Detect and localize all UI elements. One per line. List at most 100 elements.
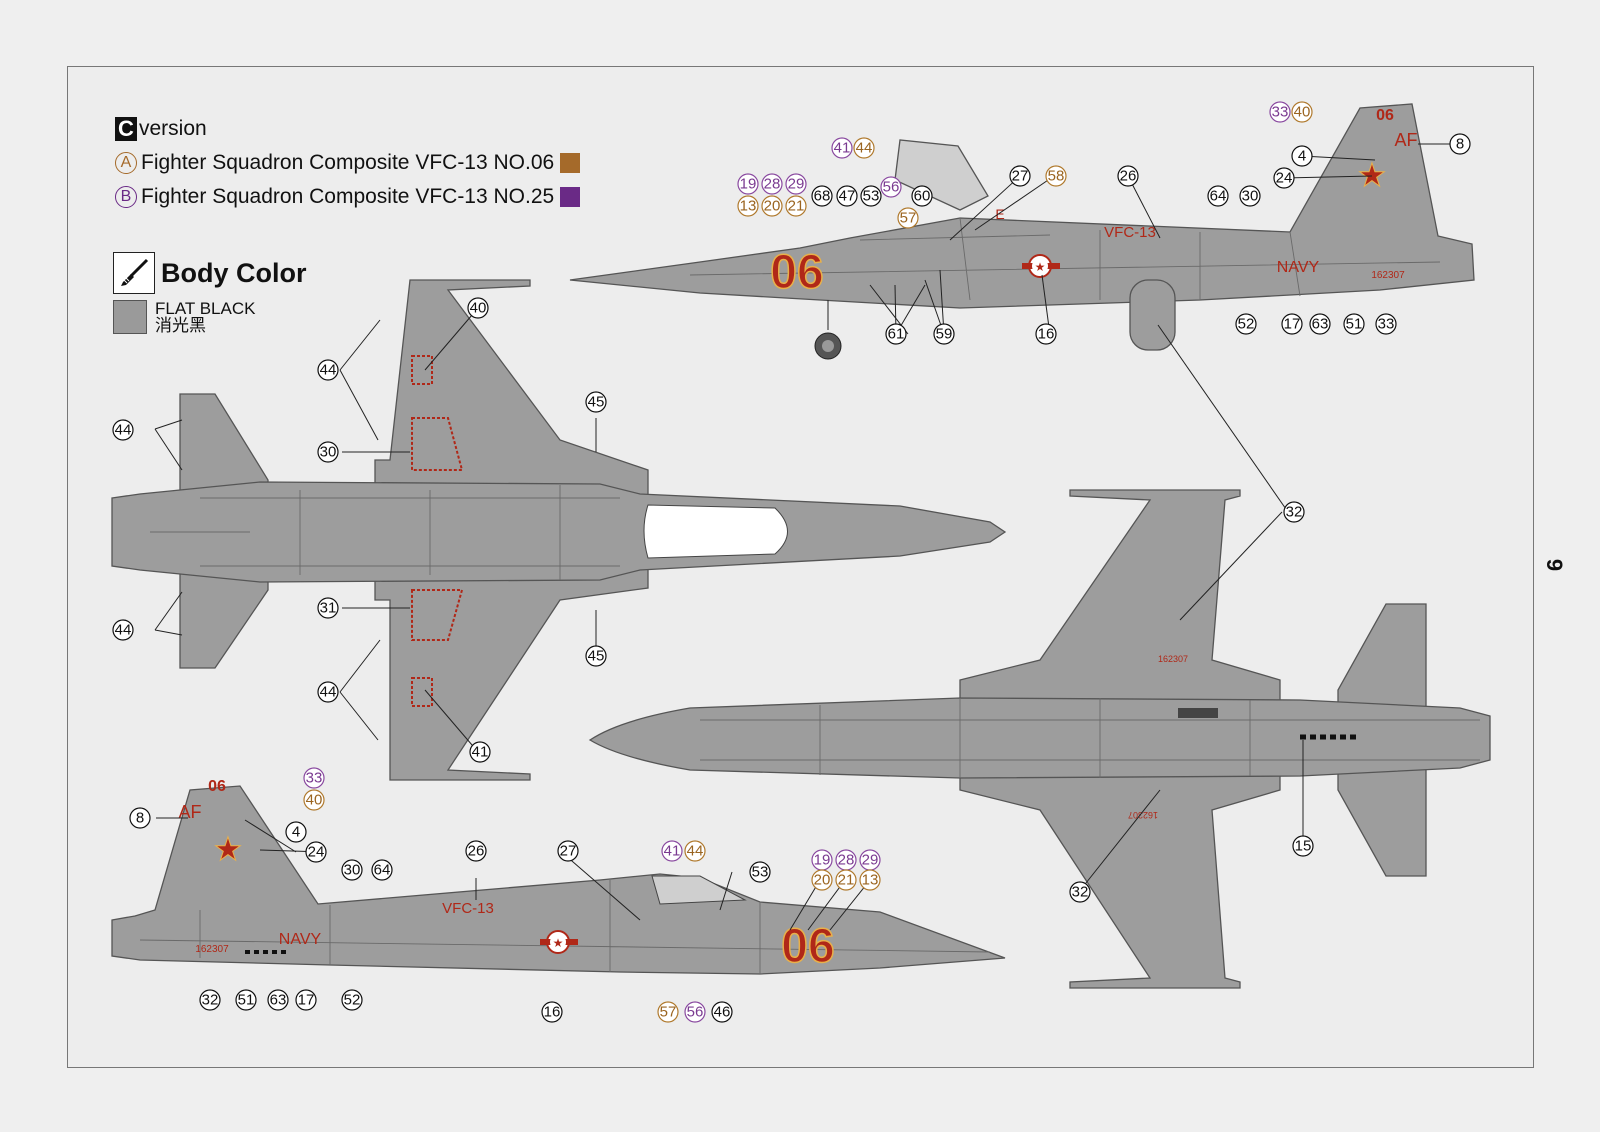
svg-text:30: 30: [320, 444, 337, 461]
svg-text:45: 45: [588, 648, 605, 665]
roundel-star: ★: [1035, 260, 1046, 274]
side-view-left-fuselage: [569, 103, 1475, 309]
svg-text:40: 40: [470, 300, 487, 317]
svg-text:★: ★: [553, 936, 564, 950]
svg-text:51: 51: [1346, 316, 1363, 333]
svg-text:8: 8: [1456, 136, 1464, 153]
svg-text:32: 32: [202, 992, 219, 1009]
serial-bottom-left: 162307: [1158, 654, 1188, 664]
svg-text:44: 44: [115, 422, 132, 439]
version-heading: C version: [115, 112, 580, 146]
svg-text:60: 60: [914, 188, 931, 205]
modex-side-right: 06: [781, 920, 834, 973]
serial-side-right: 162307: [195, 944, 229, 955]
svg-text:29: 29: [862, 852, 879, 869]
svg-text:68: 68: [814, 188, 831, 205]
closed-canopy: [651, 875, 747, 905]
tail-modex: 06: [1376, 107, 1394, 124]
tail-code: AF: [1394, 130, 1417, 150]
svg-text:17: 17: [1284, 316, 1301, 333]
svg-text:56: 56: [687, 1004, 704, 1021]
svg-text:51: 51: [238, 992, 255, 1009]
option-b-swatch: [560, 187, 581, 207]
svg-text:63: 63: [1312, 316, 1329, 333]
tail-code-right: AF: [178, 802, 201, 822]
modex-side: 06: [770, 246, 823, 299]
svg-text:53: 53: [752, 864, 769, 881]
bottom-view: 162307 162307: [588, 489, 1491, 989]
version-word: version: [139, 117, 207, 140]
svg-text:63: 63: [270, 992, 287, 1009]
svg-text:8: 8: [136, 810, 144, 827]
svg-text:16: 16: [1038, 326, 1055, 343]
svg-text:24: 24: [1276, 170, 1293, 187]
tail-star-right: ★: [214, 831, 243, 867]
svg-text:24: 24: [308, 844, 325, 861]
svg-text:15: 15: [1295, 838, 1312, 855]
svg-text:41: 41: [472, 744, 489, 761]
svg-text:20: 20: [764, 198, 781, 215]
body-color-title: Body Color: [161, 257, 307, 288]
option-b-letter: B: [115, 186, 137, 208]
svg-text:47: 47: [839, 188, 856, 205]
squadron-side-right: VFC-13: [442, 900, 494, 917]
svg-text:57: 57: [660, 1004, 677, 1021]
svg-text:21: 21: [788, 198, 805, 215]
serial-side: 162307: [1371, 270, 1405, 281]
leader-lines: [154, 143, 1460, 931]
svg-text:33: 33: [306, 770, 323, 787]
option-a-letter: A: [115, 152, 137, 174]
svg-text:27: 27: [560, 843, 577, 860]
navy-side-right: NAVY: [279, 931, 322, 948]
svg-text:45: 45: [588, 394, 605, 411]
option-a-swatch: [560, 153, 581, 173]
svg-text:59: 59: [936, 326, 953, 343]
version-option-a: A Fighter Squadron Composite VFC-13 NO.0…: [115, 146, 581, 180]
svg-text:44: 44: [320, 362, 337, 379]
top-view-canopy: [643, 504, 788, 559]
svg-text:4: 4: [1298, 148, 1306, 165]
option-b-label: Fighter Squadron Composite VFC-13 NO.25: [141, 185, 555, 208]
paint-name-cn: 消光黑: [155, 316, 206, 335]
svg-text:4: 4: [292, 824, 300, 841]
paint-brush-icon: [113, 252, 155, 294]
svg-text:64: 64: [374, 862, 391, 879]
paint-name: FLAT BLACK: [155, 299, 256, 318]
svg-text:31: 31: [320, 600, 337, 617]
version-option-b: B Fighter Squadron Composite VFC-13 NO.2…: [115, 180, 581, 214]
svg-text:33: 33: [1272, 104, 1289, 121]
svg-text:52: 52: [344, 992, 361, 1009]
serial-bottom-right: 162307: [1128, 810, 1158, 820]
svg-text:56: 56: [883, 179, 900, 196]
option-a-label: Fighter Squadron Composite VFC-13 NO.06: [141, 151, 555, 174]
svg-text:57: 57: [900, 210, 917, 227]
svg-text:26: 26: [468, 843, 485, 860]
version-letter: C: [115, 117, 137, 141]
squadron-side: VFC-13: [1104, 224, 1156, 241]
version-legend: C version A Fighter Squadron Composite V…: [115, 112, 581, 214]
canopy-open: [894, 139, 989, 211]
svg-text:46: 46: [714, 1004, 731, 1021]
svg-text:16: 16: [544, 1004, 561, 1021]
body-color-swatch: [113, 300, 147, 334]
svg-text:19: 19: [814, 852, 831, 869]
side-letter: E: [995, 206, 1004, 222]
tail-star: ★: [1358, 157, 1387, 193]
svg-text:61: 61: [888, 326, 905, 343]
svg-text:40: 40: [1294, 104, 1311, 121]
tail-modex-right: 06: [208, 778, 226, 795]
svg-text:52: 52: [1238, 316, 1255, 333]
navy-side: NAVY: [1277, 259, 1320, 276]
svg-text:13: 13: [862, 872, 879, 889]
svg-text:41: 41: [834, 140, 851, 157]
svg-text:44: 44: [856, 140, 873, 157]
svg-text:20: 20: [814, 872, 831, 889]
svg-text:28: 28: [764, 176, 781, 193]
bottom-view-hook-panel: [1178, 708, 1218, 718]
svg-text:27: 27: [1012, 168, 1029, 185]
svg-text:33: 33: [1378, 316, 1395, 333]
bottom-view-fuselage: [588, 697, 1491, 779]
svg-text:41: 41: [664, 843, 681, 860]
svg-text:29: 29: [788, 176, 805, 193]
